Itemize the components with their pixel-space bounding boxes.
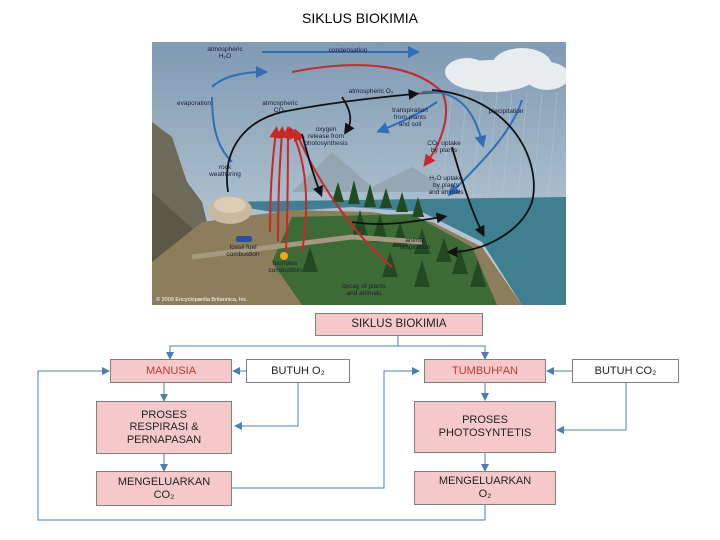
label-rock-weathering: rock weathering [209, 164, 241, 178]
label-co2-uptake: CO₂ uptake by plants [427, 140, 461, 154]
cycle-illustration: © 2009 Encyclopædia Britannica, Inc. atm… [152, 42, 566, 305]
box-butuh-co2: BUTUH CO₂ [572, 359, 679, 383]
black-arrows [226, 89, 535, 258]
car [236, 236, 252, 242]
label-precipitation: precipitation [488, 108, 524, 115]
arrow-top-to-tumbuhan [398, 345, 489, 360]
box-proses-photosyntetis: PROSES PHOTOSYNTETIS [414, 401, 556, 453]
label-transpiration: transpiration from plants and soil [392, 107, 428, 128]
slide-title: SIKLUS BIOKIMIA [302, 10, 418, 26]
box-siklus-biokimia: SIKLUS BIOKIMIA [315, 313, 483, 336]
label-decay: decay of plants and animals [342, 283, 386, 297]
arrow-co2-to-tumbuhan [232, 367, 420, 489]
label-atmospheric-h2o: atmospheric H₂O [207, 46, 243, 60]
label-atmospheric-o2: atmospheric O₂ [348, 88, 394, 95]
arrow-butuh-o2-to-proses [234, 383, 299, 430]
box-butuh-o2: BUTUH O₂ [246, 359, 350, 383]
box-mengeluarkan-co2: MENGELUARKAN CO₂ [96, 471, 232, 506]
label-fossil-fuel: fossil fuel combustion [226, 244, 260, 258]
trees [302, 180, 486, 287]
cloud [445, 48, 566, 92]
arrow-o2-to-manusia [37, 367, 486, 521]
cycle-scene: © 2009 Encyclopædia Britannica, Inc. [152, 42, 566, 305]
hills [292, 152, 452, 192]
box-tumbuhan: TUMBUH²AN [424, 359, 546, 383]
box-mengeluarkan-o2: MENGELUARKAN O₂ [414, 471, 556, 505]
label-evaporation: evaporation [177, 100, 211, 107]
box-proses-respirasi: PROSES RESPIRASI & PERNAPASAN [96, 401, 232, 454]
copyright: © 2009 Encyclopædia Britannica, Inc. [156, 296, 248, 303]
label-h2o-uptake: H₂O uptake by plants and animals [428, 175, 464, 196]
label-atmospheric-co2: atmospheric CO₂ [262, 100, 298, 114]
label-biomass: biomass combustion [268, 260, 302, 274]
box-manusia: MANUSIA [110, 359, 232, 383]
label-oxygen-release: oxygen release from photosynthesis [304, 126, 348, 147]
arrow-butuh-co2-to-proses [556, 383, 627, 434]
label-condensation: condensation [328, 47, 368, 54]
road [191, 234, 423, 260]
rain [441, 91, 558, 213]
label-animal-respiration: animal respiration [399, 237, 431, 251]
red-arrows [269, 64, 447, 268]
arrow-top-to-manusia [166, 336, 399, 360]
fire [280, 252, 288, 260]
